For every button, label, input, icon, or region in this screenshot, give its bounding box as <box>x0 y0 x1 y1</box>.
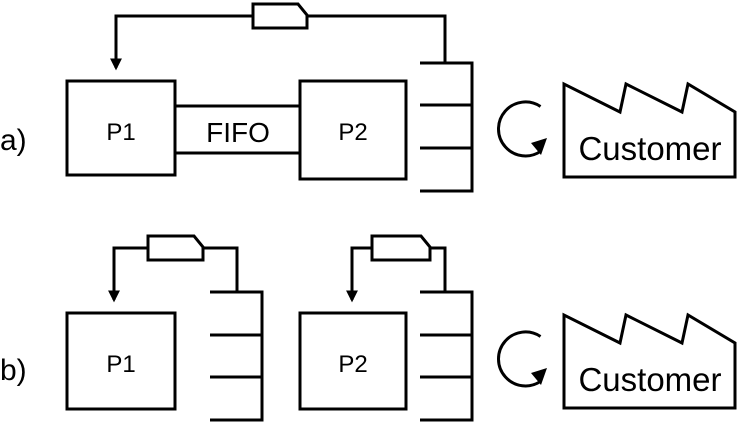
pull-cycle-arrow-icon <box>497 100 542 158</box>
process-p2-label: P2 <box>338 119 367 146</box>
kanban-loop-p2-arrow <box>346 246 372 303</box>
kanban-loop-line-right <box>307 14 447 63</box>
kanban-card-icon <box>251 2 309 30</box>
process-p1-label: P1 <box>106 351 135 378</box>
kanban-loop-p2-line-right <box>430 246 447 292</box>
supermarket-p1-icon <box>210 290 264 422</box>
process-p2-box <box>298 79 408 181</box>
process-p2-label: P2 <box>338 351 367 378</box>
customer-label: Customer <box>578 361 721 398</box>
kanban-card-p1-icon <box>146 234 205 262</box>
diagram-b: b) P1 P2 Customer <box>0 234 737 422</box>
supermarket-p2-icon <box>420 290 474 422</box>
kanban-loop-p1-line-right <box>203 246 239 292</box>
customer-factory-icon <box>562 312 737 410</box>
pull-cycle-arrowhead-icon <box>531 138 547 155</box>
pull-cycle-arrowhead-icon <box>531 368 547 385</box>
kanban-loop-p1-arrow <box>108 246 148 303</box>
diagram-a: a) P1 FIFO P2 Customer <box>0 2 737 193</box>
pull-cycle-arrow-icon <box>497 330 542 388</box>
diagram-a-label: a) <box>0 124 27 157</box>
process-p2-box <box>298 311 408 411</box>
process-p1-box <box>65 79 177 177</box>
process-p1-label: P1 <box>106 119 135 146</box>
fifo-label: FIFO <box>206 117 270 148</box>
kanban-card-p2-icon <box>370 234 432 262</box>
customer-label: Customer <box>578 130 721 167</box>
supermarket-icon <box>420 61 474 193</box>
process-p1-box <box>65 311 177 411</box>
kanban-loop-arrow <box>110 14 253 71</box>
diagram-b-label: b) <box>0 354 27 387</box>
customer-factory-icon <box>562 81 737 179</box>
